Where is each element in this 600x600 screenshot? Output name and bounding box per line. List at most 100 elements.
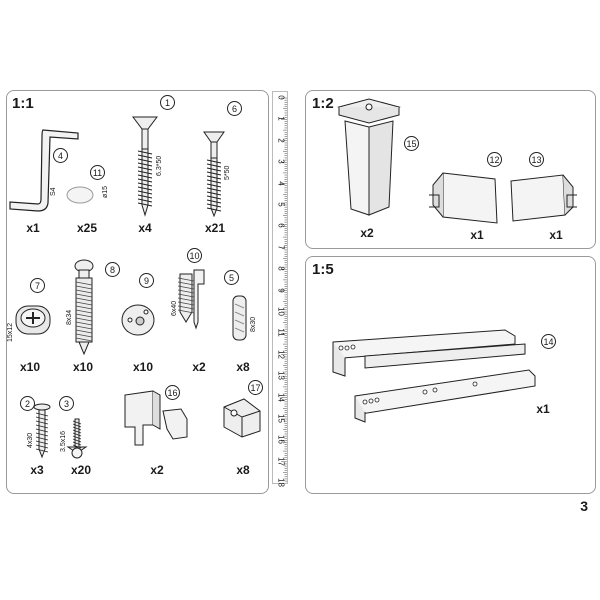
thread-line xyxy=(137,190,153,195)
thread-line xyxy=(72,444,82,449)
ruler-label: 5 xyxy=(276,202,286,207)
ruler-label: 0 xyxy=(276,95,286,100)
qty-9: x10 xyxy=(132,360,154,374)
thread-line xyxy=(72,429,82,434)
ruler-label: 18 xyxy=(276,478,286,488)
dim-5: 8x30 xyxy=(250,316,257,332)
callout-9: 9 xyxy=(139,273,154,288)
ruler-label: 13 xyxy=(276,371,286,381)
thread-line xyxy=(137,174,153,179)
dim-3: 3.5x16 xyxy=(60,430,67,452)
ruler-ticks xyxy=(281,97,287,484)
page-number: 3 xyxy=(580,498,588,514)
callout-10: 10 xyxy=(187,248,202,263)
scale-label-1-5: 1:5 xyxy=(312,261,334,278)
ruler-label: 10 xyxy=(276,307,286,316)
thread-line xyxy=(206,203,222,208)
thread-line xyxy=(177,297,195,302)
thread-line xyxy=(75,329,93,334)
thread-line xyxy=(137,154,153,159)
qty-5: x8 xyxy=(236,360,250,374)
dim-4: S4 xyxy=(50,187,57,196)
qty-16: x2 xyxy=(150,463,164,477)
thread-line xyxy=(75,309,93,314)
drawer-slides-part xyxy=(325,300,545,435)
callout-1: 1 xyxy=(160,95,175,110)
thread-line xyxy=(35,444,49,449)
thread-line xyxy=(35,424,49,429)
ruler-label: 2 xyxy=(276,138,286,143)
thread-line xyxy=(206,167,222,172)
thread-line xyxy=(137,166,153,171)
thread-line xyxy=(75,333,93,338)
thread-line xyxy=(75,297,93,302)
furniture-leg-part xyxy=(335,97,405,227)
thread-line xyxy=(75,289,93,294)
thread-line xyxy=(75,313,93,318)
thread-line xyxy=(137,158,153,163)
thread-line xyxy=(35,416,49,421)
qty-12: x1 xyxy=(470,228,484,242)
thread-line xyxy=(206,191,222,196)
qty-1: x4 xyxy=(138,221,152,235)
screw-3-5x16-part xyxy=(66,413,90,464)
dim-2: 4x30 xyxy=(27,432,34,448)
callout-2: 2 xyxy=(20,396,35,411)
thread-line xyxy=(35,440,49,445)
screw-4x30-part xyxy=(30,403,54,464)
thread-line xyxy=(177,281,195,286)
qty-10: x2 xyxy=(192,360,206,374)
thread-line xyxy=(177,289,195,294)
ruler-label: 6 xyxy=(276,223,286,229)
ruler-label: 12 xyxy=(276,349,286,359)
thread-line xyxy=(75,325,93,330)
dim-1: 6.3*50 xyxy=(156,155,163,176)
thread-line xyxy=(177,309,195,314)
thread-line xyxy=(177,277,195,282)
cam-lock-part xyxy=(14,300,54,345)
thread-line xyxy=(206,171,222,176)
callout-15: 15 xyxy=(404,136,419,151)
ruler-label: 7 xyxy=(276,245,286,250)
callout-14: 14 xyxy=(541,334,556,349)
thread-line xyxy=(206,159,222,164)
thread-line xyxy=(72,441,82,446)
callout-4: 4 xyxy=(53,148,68,163)
qty-6: x21 xyxy=(204,221,226,235)
thread-line xyxy=(206,163,222,168)
scale-label-1-2: 1:2 xyxy=(312,95,334,112)
thread-line xyxy=(35,432,49,437)
callout-11: 11 xyxy=(90,165,105,180)
qty-4: x1 xyxy=(26,221,40,235)
connector-bolt-part xyxy=(70,258,100,363)
thread-line xyxy=(206,179,222,184)
qty-11: x25 xyxy=(76,221,98,235)
ruler-label: 15 xyxy=(276,414,286,423)
thread-line xyxy=(72,426,82,431)
thread-line xyxy=(206,207,222,212)
thread-line xyxy=(35,428,49,433)
callout-16: 16 xyxy=(165,385,180,400)
thread-line xyxy=(35,412,49,417)
allen-key-part xyxy=(8,125,79,220)
thread-line xyxy=(206,195,222,200)
ruler-label: 14 xyxy=(276,392,286,402)
corner-block-left-part xyxy=(425,165,505,235)
thread-line xyxy=(206,183,222,188)
thread-line xyxy=(75,305,93,310)
ruler-label: 16 xyxy=(276,435,286,445)
thread-line xyxy=(137,194,153,199)
callout-8: 8 xyxy=(105,262,120,277)
qty-3: x20 xyxy=(70,463,92,477)
thread-line xyxy=(206,199,222,204)
thread-line xyxy=(177,285,195,290)
thread-line xyxy=(72,435,82,440)
thread-line xyxy=(75,321,93,326)
callout-6: 6 xyxy=(227,101,242,116)
mounting-plate-part xyxy=(118,298,158,343)
ruler-label: 4 xyxy=(276,180,286,186)
ruler-label: 17 xyxy=(276,456,286,466)
thread-line xyxy=(137,162,153,167)
callout-7: 7 xyxy=(30,278,45,293)
